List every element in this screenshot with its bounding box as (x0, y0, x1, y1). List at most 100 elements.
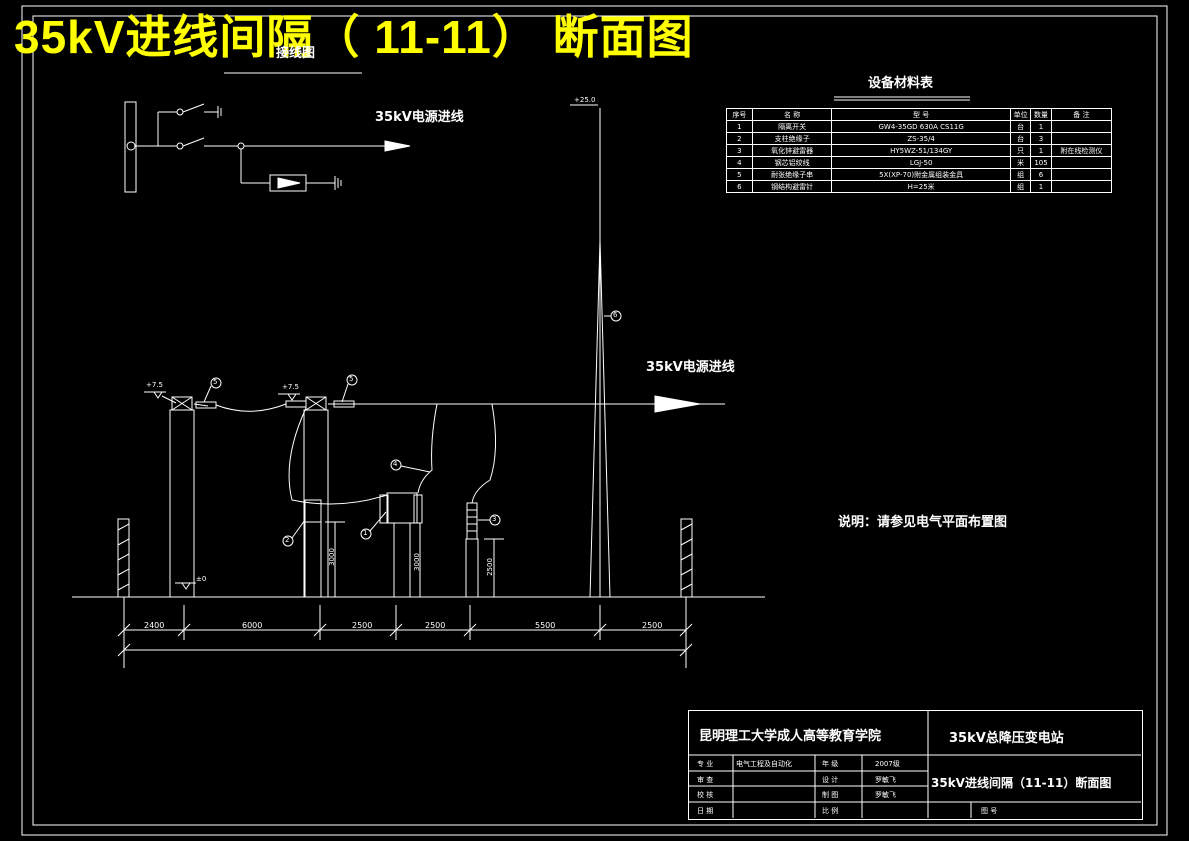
label-scale: 比 例 (822, 807, 839, 815)
table-cell: 6 (726, 180, 753, 193)
table-cell: 105 (1030, 156, 1052, 169)
label-grade: 年 级 (822, 760, 839, 768)
inner-border (32, 15, 1158, 826)
value-design: 罗敏飞 (875, 776, 896, 784)
table-cell (1050, 156, 1113, 169)
fence-posts (117, 518, 693, 598)
table-cell: 组 (1009, 180, 1032, 193)
gantry-structures (169, 396, 345, 598)
project-name: 35kV总降压变电站 (949, 731, 1064, 746)
table-cell: 5 (726, 168, 753, 181)
title-block-grid (688, 710, 1141, 818)
label-date: 日 期 (697, 807, 714, 815)
materials-header-row: 序号 名 称 型 号 单位 数量 备 注 (726, 108, 1113, 121)
callout-number: 5 (349, 375, 354, 383)
table-row: 6 钢结构避雷针 H=25米 组 1 (726, 180, 1113, 193)
dimension-label: 2500 (352, 621, 373, 630)
table-row: 4 钢芯铝绞线 LGJ-50 米 105 (726, 156, 1113, 169)
incoming-line-label-main: 35kV电源进线 (646, 360, 735, 375)
table-cell: 米 (1009, 156, 1032, 169)
label-sheet: 图 号 (981, 807, 998, 815)
lightning-mast (570, 104, 611, 598)
table-cell: 台 (1009, 132, 1032, 145)
drawing-note: 说明：请参见电气平面布置图 (838, 515, 1008, 530)
callout-number: 6 (613, 311, 618, 319)
value-major: 电气工程及自动化 (736, 760, 792, 768)
table-cell: HY5WZ-51/134GY (831, 144, 1011, 157)
drawing-name: 35kV进线间隔（11-11）断面图 (931, 776, 1112, 790)
label-draw: 制 图 (822, 791, 839, 799)
table-cell: 钢芯铝绞线 (751, 156, 833, 169)
callout-number: 5 (213, 378, 218, 386)
ground-and-dimensions (72, 596, 765, 668)
callout-number: 1 (363, 529, 368, 537)
table-cell: 耐张绝缘子串 (751, 168, 833, 181)
table-cell: 5X(XP-70)附金属组装金具 (831, 168, 1011, 181)
elevation-markers (144, 391, 300, 590)
elevation-label: +7.5 (282, 383, 299, 391)
table-row: 2 支柱绝缘子 ZS-35/4 台 3 (726, 132, 1113, 145)
drawing-title: 35kV进线间隔（ 11-11） 断面图 (14, 11, 694, 63)
dimension-label: 2400 (144, 621, 165, 630)
table-cell: 1 (1030, 120, 1052, 133)
height-label: 3000 (327, 548, 336, 566)
table-row: 5 耐张绝缘子串 5X(XP-70)附金属组装金具 组 6 (726, 168, 1113, 181)
header-cell: 名 称 (751, 108, 833, 121)
table-cell: ZS-35/4 (831, 132, 1011, 145)
elevation-label: ±0 (196, 575, 207, 583)
table-cell: 3 (1030, 132, 1052, 145)
header-cell: 序号 (726, 108, 753, 121)
table-cell: 6 (1030, 168, 1052, 181)
dimension-label: 5500 (535, 621, 556, 630)
header-cell: 数量 (1030, 108, 1052, 121)
table-cell: 1 (1030, 144, 1052, 157)
conductors (161, 395, 725, 505)
school-name: 昆明理工大学成人高等教育学院 (699, 729, 882, 744)
table-cell: 氧化锌避雷器 (751, 144, 833, 157)
table-cell: 4 (726, 156, 753, 169)
callout-number: 2 (285, 536, 290, 544)
table-cell: H=25米 (831, 180, 1011, 193)
label-major: 专 业 (697, 760, 714, 768)
table-cell: 组 (1009, 168, 1032, 181)
value-draw: 罗敏飞 (875, 791, 896, 799)
callout-number: 3 (492, 515, 497, 523)
table-cell: 台 (1009, 120, 1032, 133)
table-cell (1050, 180, 1113, 193)
dimension-label: 6000 (242, 621, 263, 630)
table-cell (1050, 120, 1113, 133)
table-row: 1 隔离开关 GW4-35GD 630A CS11G 台 1 (726, 120, 1113, 133)
callout-circles (203, 310, 622, 547)
table-cell: 钢结构避雷针 (751, 180, 833, 193)
elevation-label: +25.0 (574, 96, 596, 104)
height-label: 3000 (412, 553, 421, 571)
materials-table: 序号 名 称 型 号 单位 数量 备 注 1 隔离开关 GW4-35GD 630… (726, 108, 1113, 193)
wiring-diagram (124, 72, 411, 193)
wiring-diagram-label: 接线图 (276, 46, 316, 61)
materials-title: 设备材料表 (868, 76, 934, 91)
table-cell: 支柱绝缘子 (751, 132, 833, 145)
table-cell: 1 (1030, 180, 1052, 193)
value-grade: 2007级 (875, 760, 900, 768)
table-row: 3 氧化锌避雷器 HY5WZ-51/134GY 只 1 附在线检测仪 (726, 144, 1113, 157)
table-cell: 附在线检测仪 (1050, 144, 1113, 157)
label-check: 校 核 (697, 791, 714, 799)
table-cell: 3 (726, 144, 753, 157)
header-cell: 型 号 (831, 108, 1011, 121)
table-cell: 1 (726, 120, 753, 133)
header-cell: 备 注 (1050, 108, 1113, 121)
callout-number: 4 (393, 460, 398, 468)
equipment-supports (379, 492, 504, 598)
label-design: 设 计 (822, 776, 839, 784)
table-cell (1050, 168, 1113, 181)
outer-border (21, 5, 1168, 836)
table-cell (1050, 132, 1113, 145)
table-cell: 只 (1009, 144, 1032, 157)
table-cell: GW4-35GD 630A CS11G (831, 120, 1011, 133)
height-label: 2500 (485, 558, 494, 576)
label-review: 审 查 (697, 776, 714, 784)
table-cell: 隔离开关 (751, 120, 833, 133)
table-cell: LGJ-50 (831, 156, 1011, 169)
title-block: 昆明理工大学成人高等教育学院 35kV总降压变电站 35kV进线间隔（11-11… (688, 710, 1143, 820)
